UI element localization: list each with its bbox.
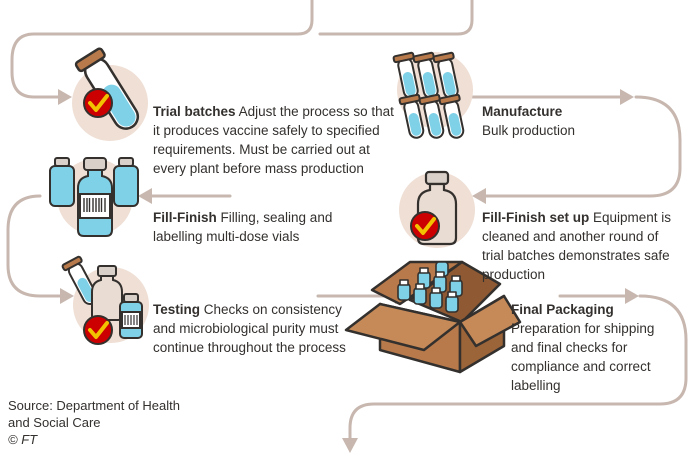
step-testing: Testing Checks on consistency and microb… — [153, 300, 361, 357]
step-trial-batches: Trial batches Adjust the process so that… — [153, 102, 403, 178]
step-title: Final Packaging — [511, 302, 614, 317]
credit: © FT — [8, 431, 208, 448]
step-description: Filling, sealing and labelling multi-dos… — [153, 210, 333, 244]
step-description: Bulk production — [482, 123, 576, 138]
step-description: Equipment is cleaned and another round o… — [482, 210, 672, 282]
step-title: Manufacture — [482, 104, 563, 119]
flow-line — [6, 0, 688, 440]
source-note: Source: Department of Health and Social … — [8, 397, 208, 448]
checkmark-icon — [410, 211, 440, 241]
step-title: Fill-Finish set up — [482, 210, 590, 225]
source-line: Source: Department of Health — [8, 398, 180, 413]
fill-finish-setup-icon — [399, 170, 475, 248]
box-icon — [344, 260, 522, 374]
barcode-icon — [124, 315, 138, 325]
step-title: Testing — [153, 302, 200, 317]
step-final-packaging: Final Packaging Preparation for shipping… — [511, 300, 666, 395]
step-title: Fill-Finish — [153, 210, 217, 225]
source-line: and Social Care — [8, 415, 101, 430]
step-description: Adjust the process so that it produces v… — [153, 104, 394, 176]
flow-arrowheads — [58, 89, 639, 453]
step-fill-finish-set-up: Fill-Finish set up Equipment is cleaned … — [482, 208, 677, 284]
vial-icon — [91, 265, 143, 339]
trial-batches-icon — [72, 47, 148, 141]
step-fill-finish: Fill-Finish Filling, sealing and labelli… — [153, 208, 353, 246]
step-description: Checks on consistency and microbiologica… — [153, 302, 346, 355]
credit-text: © FT — [8, 432, 38, 447]
step-manufacture: Manufacture Bulk production — [482, 102, 682, 140]
testing-icon — [61, 255, 149, 345]
checkmark-icon — [83, 88, 113, 118]
barcode-icon — [83, 198, 106, 212]
vials-icon — [49, 157, 139, 237]
step-description: Preparation for shipping and final check… — [511, 321, 655, 393]
checkmark-icon — [83, 315, 113, 345]
step-title: Trial batches — [153, 104, 236, 119]
test-tube-rack-icon — [392, 51, 473, 139]
